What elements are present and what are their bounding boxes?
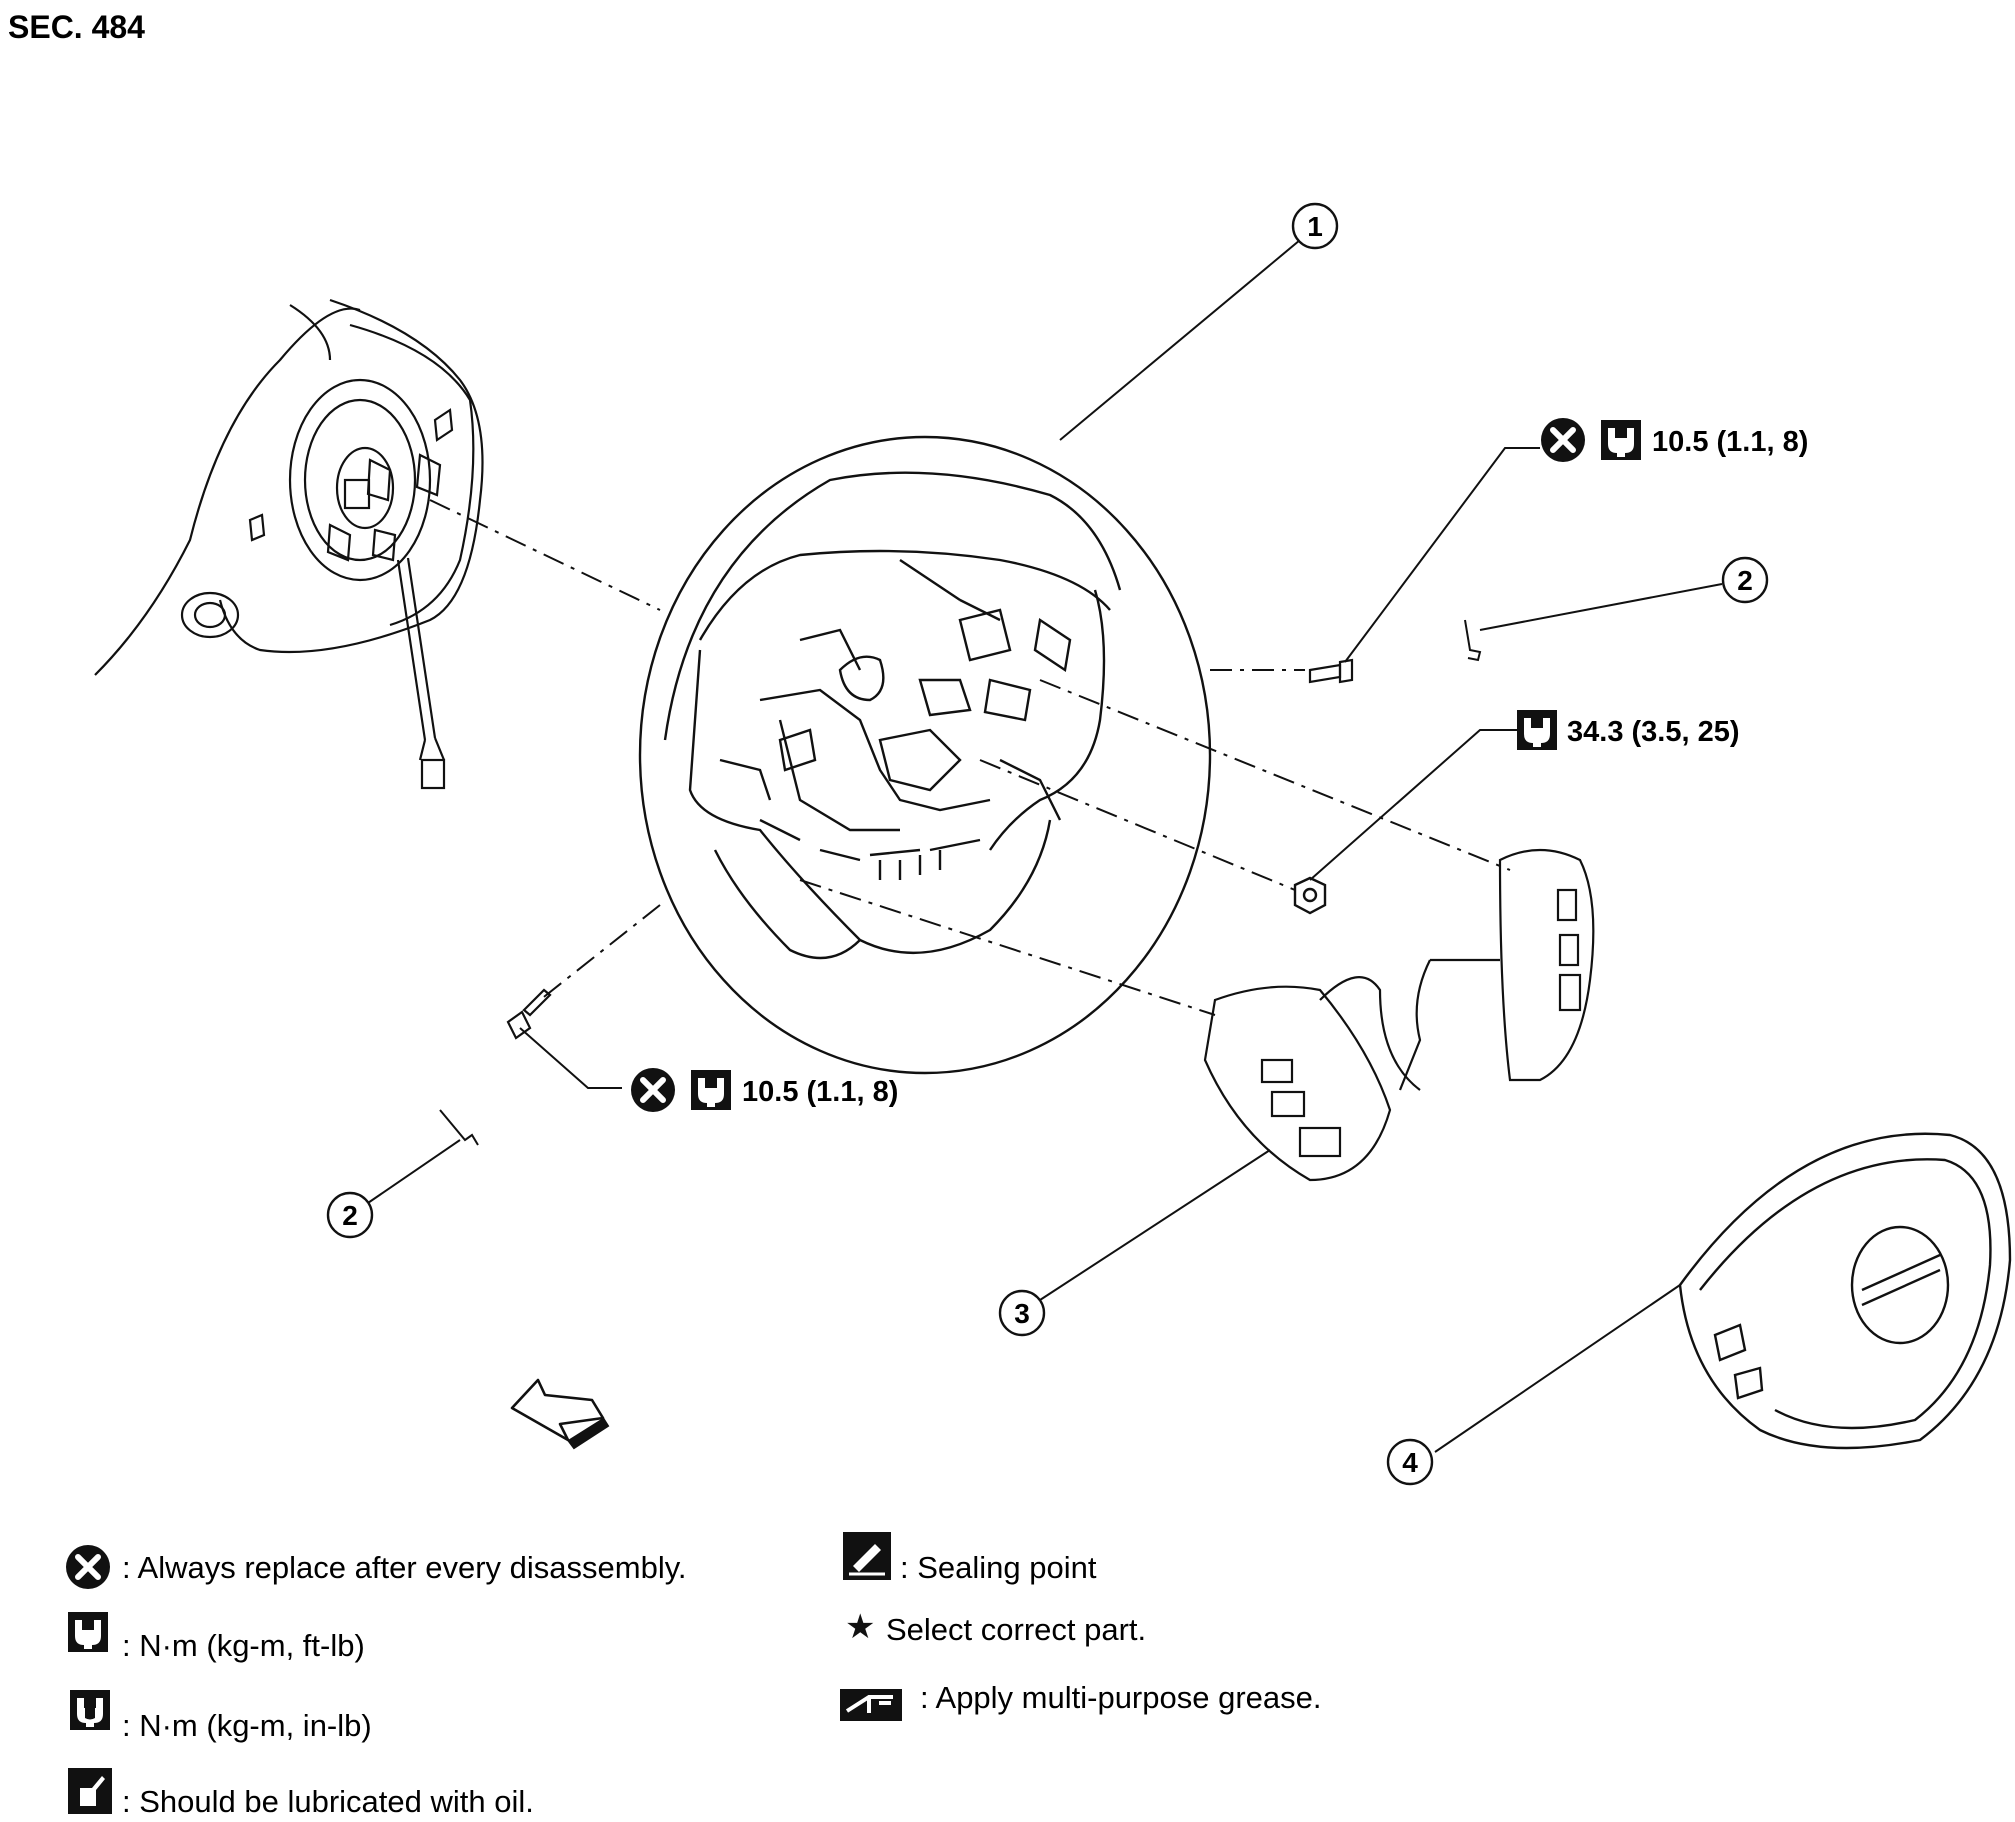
svg-text:Select correct part.: Select correct part. <box>886 1612 1146 1647</box>
svg-text:2: 2 <box>1737 565 1753 596</box>
section-label: SEC. 484 <box>8 9 145 45</box>
callout-1: 1 <box>1291 202 1339 250</box>
svg-text:34.3 (3.5, 25): 34.3 (3.5, 25) <box>1567 716 1740 748</box>
svg-text:: Apply multi-purpose grease.: : Apply multi-purpose grease. <box>920 1680 1322 1715</box>
sealing-icon <box>843 1532 891 1580</box>
callout-2-right: 2 <box>1721 556 1769 604</box>
legend: : Always replace after every disassembly… <box>66 1532 1322 1819</box>
svg-text:: N·m (kg-m, ft-lb): : N·m (kg-m, ft-lb) <box>122 1628 365 1663</box>
star-icon: ★ <box>845 1607 875 1647</box>
legend-nm-ftlb: : N·m (kg-m, ft-lb) <box>68 1612 365 1663</box>
bolt-right <box>1308 658 1354 684</box>
airbag-module <box>1678 1132 2012 1450</box>
steering-switch-right <box>1398 848 1595 1091</box>
torque-wrench-filled-icon <box>70 1690 110 1730</box>
svg-text:1: 1 <box>1307 211 1323 242</box>
torque-wrench-icon <box>1601 420 1641 460</box>
replace-x-icon <box>66 1545 110 1589</box>
assembly-lines <box>429 499 1511 1016</box>
callout-2-left: 2 <box>326 1191 374 1239</box>
legend-grease: : Apply multi-purpose grease. <box>840 1680 1322 1721</box>
svg-text:4: 4 <box>1402 1447 1418 1478</box>
svg-text:: Always replace after every d: : Always replace after every disassembly… <box>122 1550 687 1585</box>
steering-switch-left <box>1203 976 1421 1182</box>
torque-spec-nut: 34.3 (3.5, 25) <box>1517 710 1740 750</box>
clip-left <box>439 1109 479 1146</box>
svg-text:: Should be lubricated with oi: : Should be lubricated with oil. <box>122 1784 534 1819</box>
legend-replace: : Always replace after every disassembly… <box>66 1545 687 1589</box>
nut <box>1293 876 1327 915</box>
clip-right <box>1464 619 1482 662</box>
callout-3: 3 <box>998 1289 1046 1337</box>
torque-wrench-icon <box>691 1070 731 1110</box>
svg-text:3: 3 <box>1014 1298 1030 1329</box>
leader-lines <box>364 239 1723 1453</box>
svg-text:10.5 (1.1, 8): 10.5 (1.1, 8) <box>1652 426 1808 458</box>
front-arrow-icon <box>510 1378 610 1450</box>
replace-x-icon <box>1541 418 1585 462</box>
svg-text:10.5 (1.1, 8): 10.5 (1.1, 8) <box>742 1076 898 1108</box>
svg-text:: N·m (kg-m, in-lb): : N·m (kg-m, in-lb) <box>122 1708 372 1743</box>
legend-nm-inlb: : N·m (kg-m, in-lb) <box>70 1690 372 1743</box>
grease-icon <box>840 1689 902 1721</box>
torque-spec-left: 10.5 (1.1, 8) <box>631 1068 898 1112</box>
bolt-left <box>506 988 552 1040</box>
torque-wrench-icon <box>1517 710 1557 750</box>
legend-oil: : Should be lubricated with oil. <box>68 1768 534 1819</box>
callout-4: 4 <box>1386 1438 1434 1486</box>
torque-wrench-icon <box>68 1612 108 1652</box>
replace-x-icon <box>631 1068 675 1112</box>
legend-sealing: : Sealing point <box>843 1532 1097 1585</box>
steering-wheel <box>638 435 1212 1075</box>
spiral-cable-assembly <box>94 298 484 790</box>
legend-select: ★ Select correct part. <box>845 1607 1146 1647</box>
oil-can-icon <box>68 1768 112 1814</box>
svg-text:: Sealing point: : Sealing point <box>900 1550 1097 1585</box>
svg-text:2: 2 <box>342 1200 358 1231</box>
torque-spec-top: 10.5 (1.1, 8) <box>1541 418 1808 462</box>
